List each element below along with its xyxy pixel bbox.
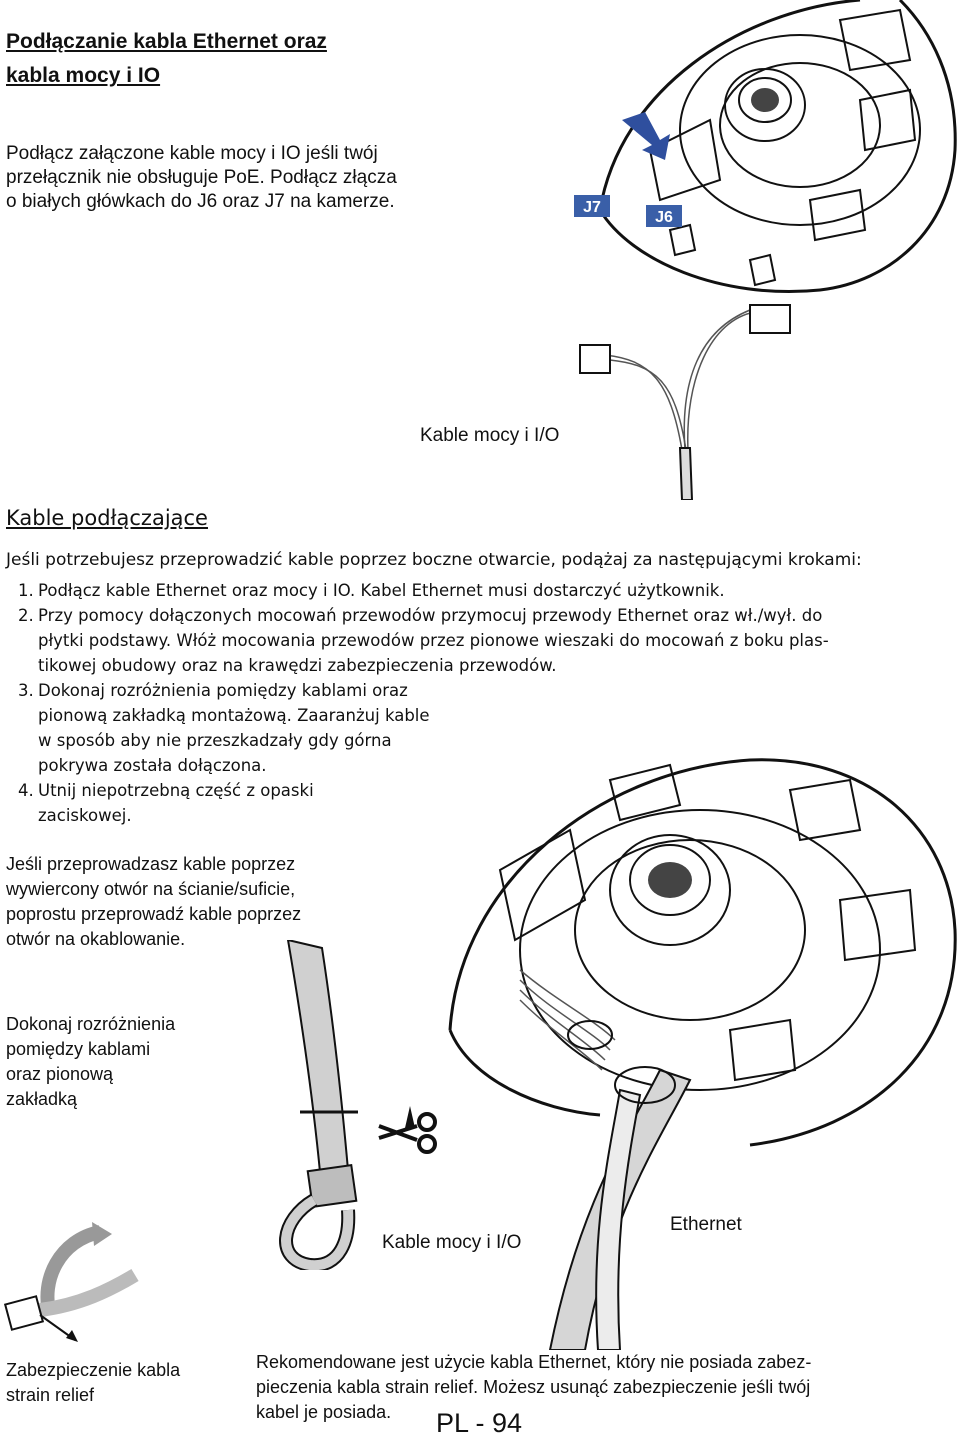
intro-line: przełącznik nie obsługuje PoE. Podłącz z… [6, 167, 397, 188]
connector-label-j6: J6 [655, 209, 673, 226]
step-number: 4. [18, 781, 34, 800]
camera-cable-routing-illustration [448, 758, 957, 1350]
recommendation-line: kabel je posiada. [256, 1402, 392, 1422]
intro-line: o białych główkach do J6 oraz J7 na kame… [6, 191, 395, 212]
section-title-line1: Podłączanie kabla Ethernet oraz [6, 30, 327, 53]
section-title-line2: kabla mocy i IO [6, 64, 161, 87]
step-line: Przy pomocy dołączonych mocowań przewodó… [38, 606, 823, 625]
step-line: zaciskowej. [38, 806, 132, 825]
strain-relief-label: Zabezpieczenie kabla strain relief [6, 1358, 180, 1408]
step-line: w sposób aby nie przeszkadzały gdy górna [38, 731, 392, 750]
step-line: płytki podstawy. Włóż mocowania przewodó… [38, 631, 829, 650]
cable-caption-top: Kable mocy i I/O [420, 425, 560, 446]
recommendation-line: Rekomendowane jest użycie kabla Ethernet… [256, 1352, 812, 1372]
power-io-cable-label: Kable mocy i I/O [382, 1232, 522, 1253]
wall-note-line: poprostu przeprowadź kable poprzez [6, 904, 302, 924]
step-line: Dokonaj rozróżnienia pomiędzy kablami or… [38, 681, 408, 700]
step-4: 4. Utnij niepotrzebną część z opaski zac… [18, 778, 958, 828]
step-line: Utnij niepotrzebną część z opaski [38, 781, 314, 800]
wall-note-line: wywiercony otwór na ścianie/suficie, [6, 879, 296, 899]
tab-note-line: Dokonaj rozróżnienia [6, 1014, 176, 1034]
step-3: 3. Dokonaj rozróżnienia pomiędzy kablami… [18, 678, 958, 778]
tab-note-line: pomiędzy kablami [6, 1039, 151, 1059]
wall-note-line: Jeśli przeprowadzasz kable poprzez [6, 854, 296, 874]
step-number: 1. [18, 581, 34, 600]
step-line: Podłącz kable Ethernet oraz mocy i IO. K… [38, 581, 725, 600]
camera-connectors-illustration: J7 J6 [574, 0, 957, 500]
ethernet-cable-label: Ethernet [670, 1214, 742, 1235]
section-intro: Jeśli potrzebujesz przeprowadzić kable p… [6, 550, 862, 570]
tab-note-line: oraz pionową [6, 1064, 114, 1084]
recommendation-note: Rekomendowane jest użycie kabla Ethernet… [256, 1350, 811, 1425]
step-2: 2. Przy pomocy dołączonych mocowań przew… [18, 603, 958, 678]
cable-tie-illustration [279, 940, 358, 1270]
step-1: 1. Podłącz kable Ethernet oraz mocy i IO… [18, 578, 958, 603]
rj45-connector-icon [3, 1222, 139, 1342]
step-number: 3. [18, 681, 34, 700]
intro-paragraph: Podłącz załączone kable mocy i IO jeśli … [6, 142, 397, 214]
step-line: tikowej obudowy oraz na krawędzi zabezpi… [38, 656, 557, 675]
step-line: pokrywa została dołączona. [38, 756, 267, 775]
scissors-icon [378, 1106, 437, 1154]
tab-note: Dokonaj rozróżnienia pomiędzy kablami or… [6, 1012, 175, 1112]
page-number: PL - 94 [436, 1408, 523, 1438]
connector-label-j7: J7 [583, 199, 601, 216]
section-heading: Kable podłączające [6, 506, 208, 530]
recommendation-line: pieczenia kabla strain relief. Możesz us… [256, 1377, 811, 1397]
tab-note-line: zakładką [6, 1089, 78, 1109]
steps-list: 1. Podłącz kable Ethernet oraz mocy i IO… [18, 578, 958, 828]
wall-note: Jeśli przeprowadzasz kable poprzez wywie… [6, 852, 301, 952]
intro-line: Podłącz załączone kable mocy i IO jeśli … [6, 143, 378, 164]
step-number: 2. [18, 606, 34, 625]
wall-note-line: otwór na okablowanie. [6, 929, 186, 949]
step-line: pionową zakładką montażową. Zaaranżuj ka… [38, 706, 430, 725]
strain-relief-line: Zabezpieczenie kabla [6, 1360, 181, 1380]
strain-relief-line: strain relief [6, 1385, 95, 1405]
